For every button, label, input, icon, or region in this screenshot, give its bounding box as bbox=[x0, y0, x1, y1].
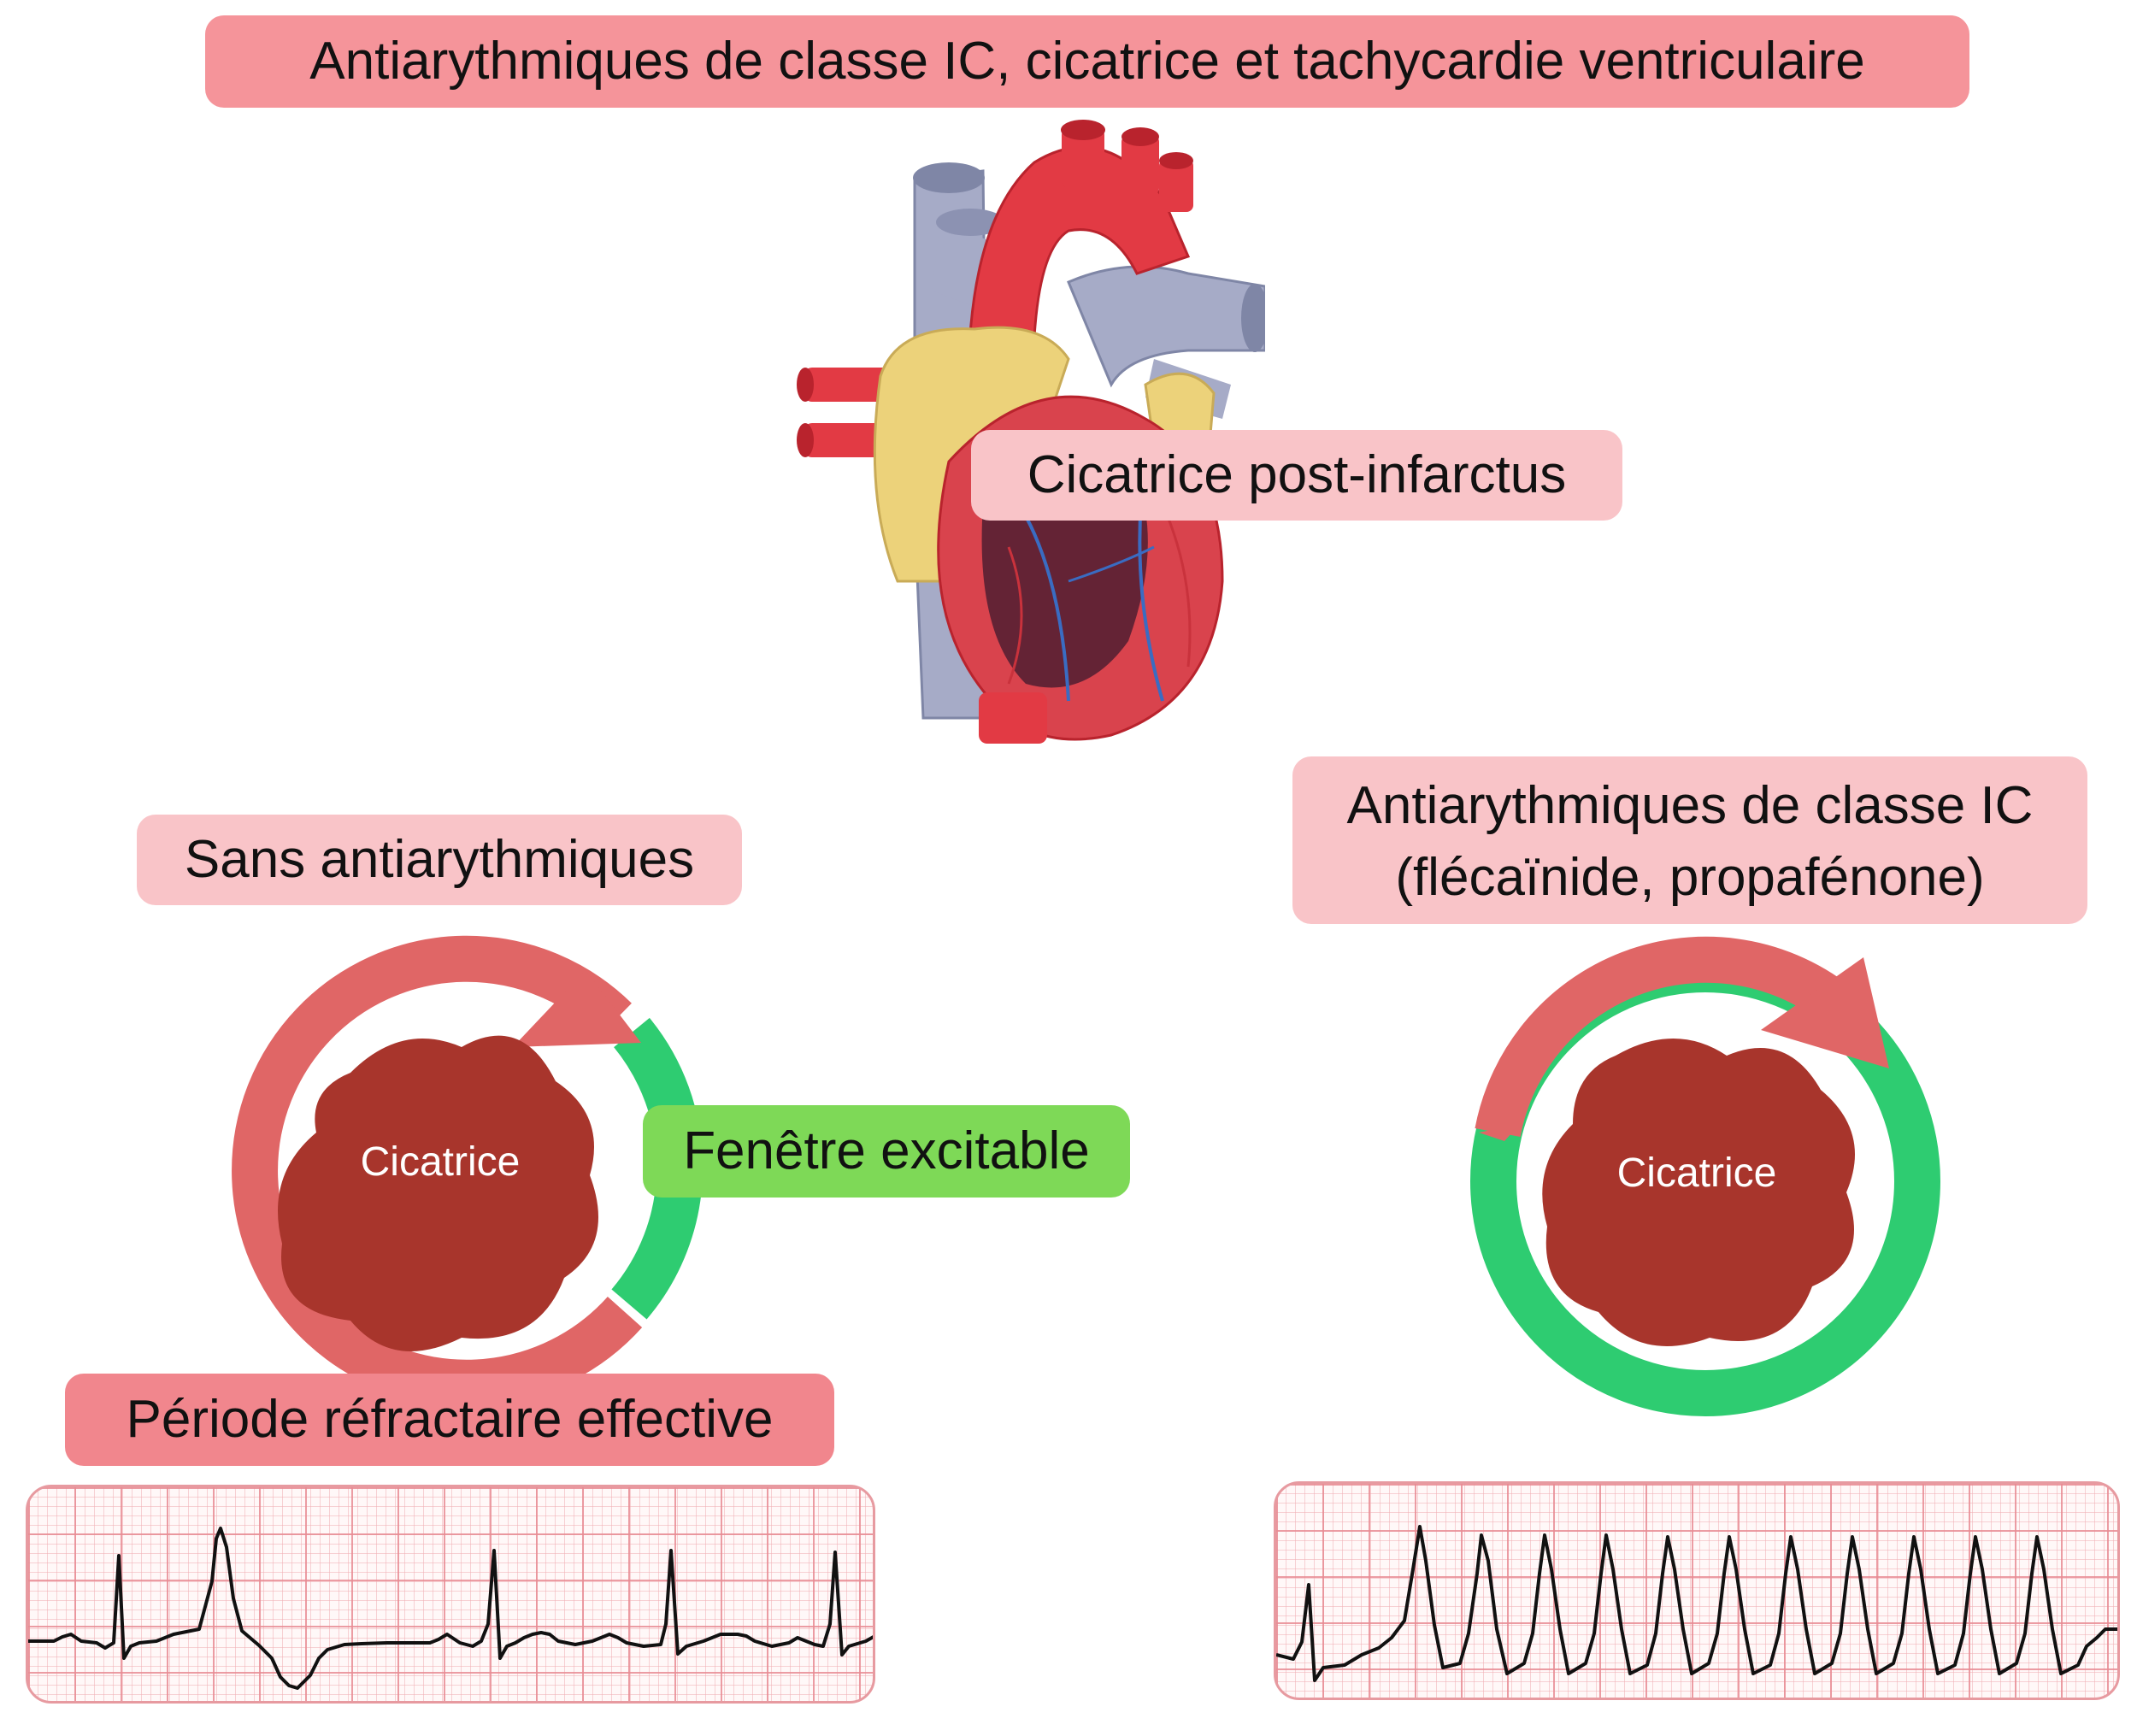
scar-post-infarction-label: Cicatrice post-infarctus bbox=[971, 430, 1622, 521]
arrow-head-icon bbox=[1761, 957, 1889, 1068]
arrow-head-icon bbox=[513, 970, 641, 1047]
refractory-arc bbox=[1475, 936, 1862, 1138]
scar-text: Cicatrice bbox=[1617, 1150, 1777, 1196]
scar-blob bbox=[1542, 1039, 1855, 1346]
scar-text: Cicatrice bbox=[361, 1139, 521, 1185]
excitable-window-label: Fenêtre excitable bbox=[643, 1105, 1130, 1198]
ecg-trace-normal bbox=[28, 1527, 873, 1690]
class-ic-label-line2: (flécaïnide, propafénone) bbox=[1395, 848, 1985, 907]
ecg-trace-tachycardia bbox=[1276, 1525, 2117, 1682]
refractory-period-label: Période réfractaire effective bbox=[65, 1374, 834, 1466]
scar-blob bbox=[278, 1035, 598, 1351]
ecg-strip-left bbox=[26, 1485, 875, 1704]
without-antiarrhythmics-label: Sans antiarythmiques bbox=[137, 815, 742, 905]
title-banner: Antiarythmiques de classe IC, cicatrice … bbox=[205, 15, 1969, 108]
reentry-circuit-right: Cicatrice bbox=[1470, 936, 1940, 1416]
class-ic-label: Antiarythmiques de classe IC (flécaïnide… bbox=[1292, 756, 2087, 924]
heart-illustration bbox=[797, 120, 1265, 744]
ecg-strip-right bbox=[1274, 1481, 2120, 1700]
class-ic-label-line1: Antiarythmiques de classe IC bbox=[1346, 776, 2034, 835]
